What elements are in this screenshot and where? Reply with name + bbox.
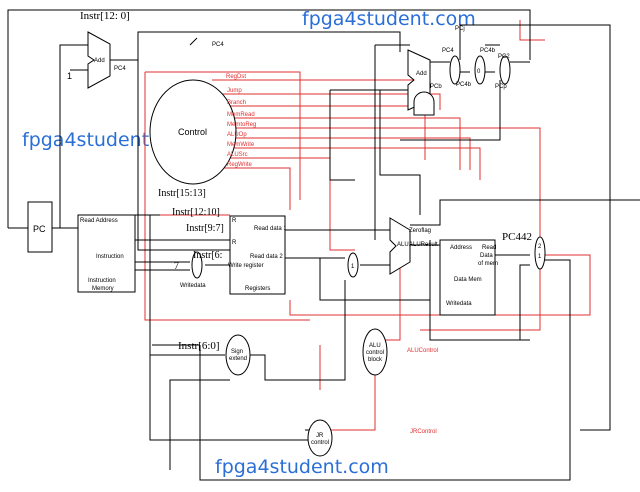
jr-control-line2: control: [311, 440, 329, 446]
pcj-label: PCj: [455, 26, 465, 32]
control-signal-regwrite: RegWrite: [227, 162, 253, 168]
alu-control-block: [362, 328, 388, 376]
mux-one-label: 1: [351, 264, 355, 270]
branch-adder-label: Add: [416, 71, 427, 77]
pc-mux-2: [474, 55, 486, 85]
alu-control-line2: control: [366, 350, 384, 356]
register-file: [229, 215, 286, 295]
control-signal-aluop: ALUOp: [227, 132, 247, 138]
data-memory: [439, 239, 496, 316]
sign-extend: [225, 334, 251, 376]
instr-12-10-label: Instr[12:10]: [172, 207, 220, 218]
rf-read-data-2-label: Read data 2: [250, 254, 283, 260]
rf-write-data-label: Writedata: [180, 283, 206, 289]
pc442-label: PC442: [502, 231, 532, 243]
jr-control-block: [307, 419, 333, 457]
branch-and-gate: [413, 91, 435, 116]
write-back-mux: [534, 236, 546, 270]
dm-read-line2: Data: [480, 253, 493, 259]
dm-read-line1: Read: [482, 245, 496, 251]
control-wires: [144, 20, 591, 431]
alu-result-label: ALUResult: [409, 242, 438, 248]
pc-mux-1: [449, 55, 461, 85]
control-signal-list: RegDstJumpBranchMemReadMemtoRegALUOpMemW…: [226, 74, 256, 168]
alu-control-line1: ALU: [369, 343, 381, 349]
wb-mux-top-label: 2: [538, 244, 542, 250]
im-name-line2: Memory: [92, 286, 114, 292]
pc-register: [27, 201, 53, 253]
jr-control-signal-label: JRControl: [410, 429, 437, 435]
pc-adder: [87, 31, 111, 89]
rf-read-data-1-label: Read data 1: [254, 226, 287, 232]
pc-label: PC: [33, 224, 46, 234]
rf-port-1-label: R: [232, 218, 237, 224]
pc4-right-label: PC4: [442, 48, 454, 54]
rf-registers-label: Registers: [245, 286, 270, 292]
control-signal-jump: Jump: [227, 88, 242, 94]
instr-6-label: Instr[6:: [193, 250, 222, 261]
control-signal-memread: MemRead: [227, 112, 255, 118]
pc4b-top-label: PC4b: [480, 48, 496, 54]
im-read-address-label: Read Address: [80, 218, 118, 224]
watermark-bottom: fpga4student.com: [215, 456, 389, 478]
dm-write-data-label: Writedata: [446, 301, 472, 307]
rf-port-2-label: R: [232, 240, 237, 246]
sign-extend-line1: Sign: [231, 349, 243, 355]
pc4b-mid-label: PC4b: [456, 82, 472, 88]
jr-control-line1: JR: [316, 433, 324, 439]
alu-control-line3: block: [368, 357, 383, 363]
watermark-top: fpga4student.com: [302, 8, 476, 30]
zero-flag-label: Zeroflag: [409, 228, 431, 234]
instr-9-7-label: Instr[9:7]: [186, 223, 224, 234]
pc-mux-bit-label: 0: [477, 69, 481, 75]
pcb-label: PCb: [430, 84, 442, 90]
sign-extend-line2: extend: [229, 356, 247, 362]
data-wires: [7, 9, 640, 481]
instruction-memory: [77, 214, 136, 293]
alu-control-signal-label: ALUControl: [407, 348, 438, 354]
instr-6-0-label: Instr[6:0]: [178, 340, 220, 352]
wb-mux-mid-label: 1: [538, 254, 542, 260]
pc-adder-label: Add: [94, 58, 105, 64]
write-register-mux: [191, 251, 203, 279]
const-seven-label: 7: [174, 261, 179, 272]
dm-read-line3: of mem: [478, 261, 498, 267]
instr-15-13-label: Instr[15:13]: [158, 188, 206, 199]
pc2-label: PC2: [498, 54, 510, 60]
pc4-left-label: PC4: [114, 66, 126, 72]
control-signal-memwrite: MemWrite: [227, 142, 255, 148]
dm-address-label: Address: [450, 245, 472, 251]
control-unit-label: Control: [178, 127, 207, 137]
control-signal-regdst: RegDst: [226, 74, 246, 80]
pc4-top-label: PC4: [212, 42, 224, 48]
im-name-line1: Instruction: [88, 278, 116, 284]
pc-mux-3: [499, 55, 511, 85]
control-unit: [149, 79, 237, 185]
alu-src-mux: [347, 252, 359, 278]
rf-write-register-label: Write register: [228, 263, 264, 269]
instr-12-0-label: Instr[12: 0]: [80, 10, 130, 22]
control-signal-alusrc: ALUSrc: [227, 152, 248, 158]
control-signal-branch: Branch: [227, 100, 246, 106]
const-one-label: 1: [67, 71, 72, 81]
pcp-label: PCp: [495, 84, 507, 90]
im-instruction-out-label: Instruction: [96, 254, 124, 260]
control-signal-memtoreg: MemtoReg: [227, 122, 256, 128]
alu: [389, 217, 411, 275]
dm-name-label: Data Mem: [454, 277, 482, 283]
alu-label: ALU: [397, 242, 409, 248]
